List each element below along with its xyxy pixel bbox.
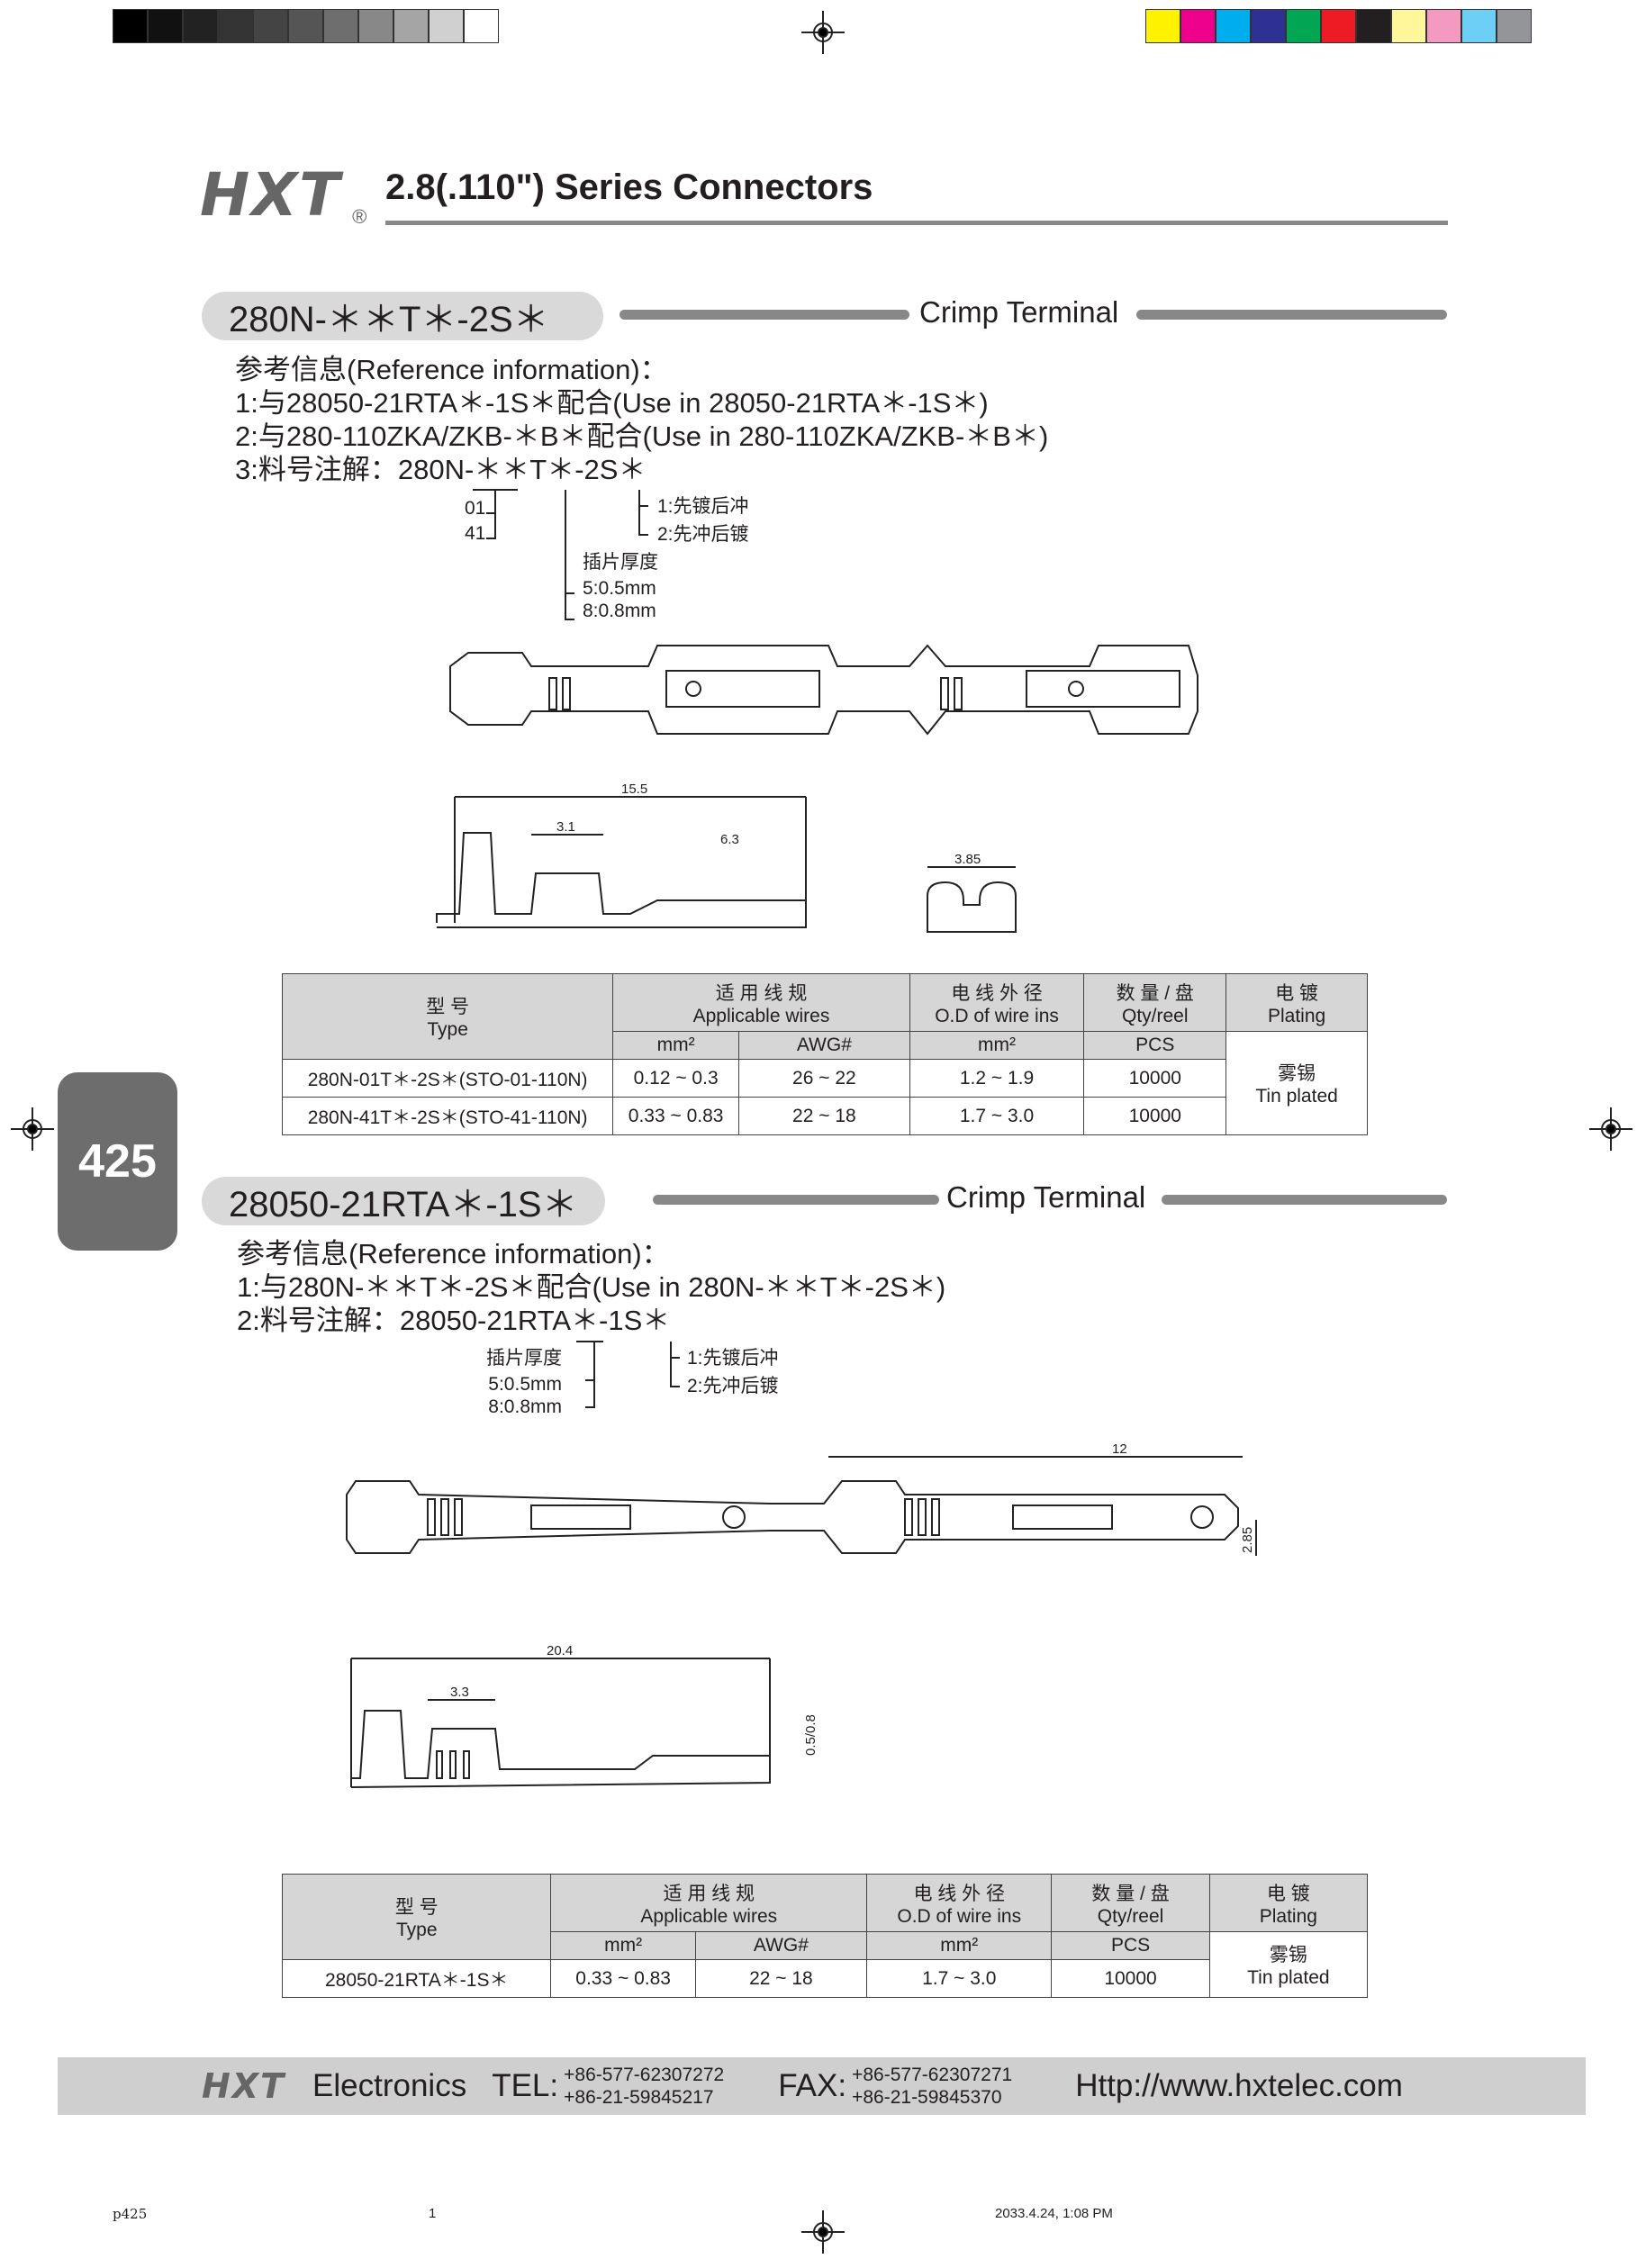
terminal-end-drawing: 3.85	[927, 852, 1017, 933]
section-category: Crimp Terminal	[946, 1180, 1146, 1214]
color-swatch	[1321, 9, 1356, 43]
color-swatch	[1461, 9, 1497, 43]
page-title: 2.8(.110") Series Connectors	[385, 167, 873, 207]
print-file: p425	[113, 2206, 148, 2222]
reference-line: 2:与280-110ZKA/ZKB-＊B＊配合(Use in 280-110ZK…	[235, 420, 1049, 452]
part-code-legend-lines	[473, 489, 648, 620]
dimension-12: 12	[1112, 1441, 1127, 1457]
tel-numbers: +86-577-62307272+86-21-59845217	[564, 2065, 725, 2108]
color-swatch	[1391, 9, 1426, 43]
reference-heading: 参考信息(Reference information)：	[235, 354, 668, 385]
tel-label: TEL:	[492, 2068, 559, 2103]
reference-heading: 参考信息(Reference information)：	[237, 1238, 670, 1270]
color-swatch	[393, 9, 429, 43]
dimension-h: 2.85	[1240, 1527, 1255, 1553]
color-swatch	[1426, 9, 1461, 43]
gray-calibration-bar	[113, 9, 499, 43]
fax-label: FAX:	[778, 2068, 847, 2103]
divider-bar	[1162, 1195, 1447, 1205]
reference-line: 2:料号注解：28050-21RTA＊-1S＊	[237, 1305, 671, 1336]
part-number-pill: 28050-21RTA＊-1S＊	[202, 1177, 605, 1225]
color-swatch	[1356, 9, 1391, 43]
color-swatch	[1251, 9, 1286, 43]
title-underline	[385, 221, 1448, 225]
color-swatch	[288, 9, 323, 43]
terminal-strip-drawing: 12 2.85	[346, 1441, 1257, 1556]
dimension-d1: 3.3	[450, 1685, 469, 1700]
color-swatch	[253, 9, 288, 43]
registration-mark-icon	[801, 2210, 845, 2254]
registration-mark-icon	[11, 1107, 54, 1151]
footer-logo: HXT	[202, 2066, 286, 2106]
part-number-pill: 280N-＊＊T＊-2S＊	[202, 292, 603, 340]
reference-line: 3:料号注解：280N-＊＊T＊-2S＊	[235, 454, 647, 485]
reference-info: 参考信息(Reference information)： 1:与28050-21…	[235, 353, 1048, 486]
color-swatch	[113, 9, 148, 43]
dimension-length: 15.5	[621, 782, 647, 797]
color-swatch	[1497, 9, 1532, 43]
part-code-legend-lines	[576, 1341, 680, 1408]
reference-info: 参考信息(Reference information)： 1:与280N-＊＊T…	[237, 1237, 945, 1337]
fax-numbers: +86-577-62307271+86-21-59845370	[852, 2065, 1013, 2108]
color-swatch	[218, 9, 253, 43]
divider-bar	[653, 1195, 939, 1205]
color-calibration-bar	[1145, 9, 1532, 43]
terminal-strip-drawing	[449, 644, 1198, 736]
color-swatch	[358, 9, 393, 43]
terminal-side-drawing: 20.4 3.3 0.5/0.8	[350, 1643, 818, 1788]
website-link[interactable]: Http://www.hxtelec.com	[1075, 2068, 1403, 2103]
footer-company: Electronics	[312, 2068, 467, 2103]
dimension-width: 3.85	[954, 852, 981, 867]
divider-bar	[1136, 310, 1447, 320]
color-swatch	[429, 9, 464, 43]
color-swatch	[183, 9, 218, 43]
registered-mark: ®	[352, 205, 367, 228]
page-number-tab: 425	[58, 1072, 177, 1251]
dimension-length: 20.4	[547, 1643, 573, 1658]
hxt-logo: HXT	[200, 160, 342, 230]
section-category: Crimp Terminal	[919, 295, 1119, 329]
dimension-d2: 6.3	[720, 832, 739, 847]
reference-line: 1:与28050-21RTA＊-1S＊配合(Use in 28050-21RTA…	[235, 387, 989, 419]
color-swatch	[1145, 9, 1180, 43]
color-swatch	[1286, 9, 1321, 43]
registration-mark-icon	[1589, 1107, 1632, 1151]
reference-line: 1:与280N-＊＊T＊-2S＊配合(Use in 280N-＊＊T＊-2S＊)	[237, 1271, 946, 1303]
divider-bar	[620, 310, 909, 320]
color-swatch	[1216, 9, 1251, 43]
dimension-thickness: 0.5/0.8	[803, 1714, 818, 1756]
print-page: 1	[429, 2206, 437, 2221]
dimension-d1: 3.1	[556, 819, 575, 835]
footer-bar: HXT Electronics TEL: +86-577-62307272+86…	[58, 2057, 1586, 2115]
color-swatch	[464, 9, 499, 43]
terminal-side-drawing: 15.5 3.1 6.3	[436, 782, 807, 928]
print-timestamp: 2033.4.24, 1:08 PM	[995, 2206, 1113, 2221]
header-logo-group: HXT ®	[200, 160, 366, 230]
color-swatch	[148, 9, 183, 43]
color-swatch	[323, 9, 358, 43]
registration-mark-icon	[801, 11, 845, 54]
color-swatch	[1180, 9, 1216, 43]
